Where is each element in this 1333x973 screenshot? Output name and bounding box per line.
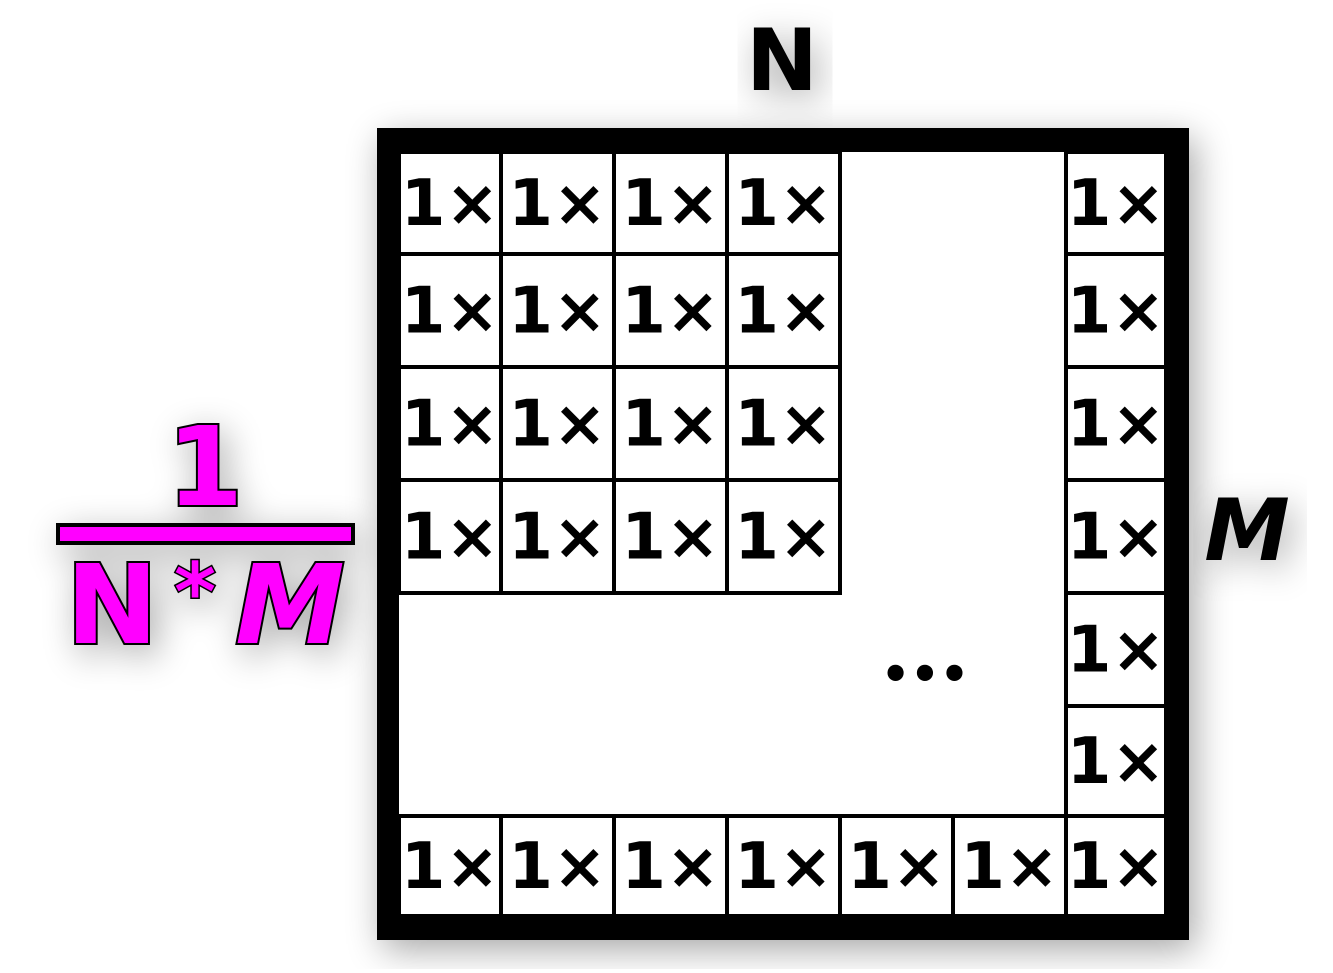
cell-label: 1× <box>401 501 499 575</box>
cell-box <box>1064 704 1168 818</box>
cell-box <box>838 814 955 918</box>
cell-box <box>1064 814 1168 918</box>
normalization-fraction: 1 N * M <box>56 401 355 671</box>
cell-box <box>499 478 616 595</box>
fraction-denominator-m: M <box>235 541 344 669</box>
cell-box <box>951 814 1068 918</box>
cell-label: 1× <box>621 167 719 241</box>
grid-cell-r2-c1: 1× <box>397 252 503 369</box>
right-dimension-label: M <box>1204 481 1290 581</box>
cell-label: 1× <box>621 388 719 462</box>
fraction-bar <box>56 523 355 545</box>
cell-box <box>397 814 503 918</box>
grid-cell-r4-c2: 1× <box>499 478 616 595</box>
grid-cell-r4-c4: 1× <box>725 478 842 595</box>
top-dimension-label: N <box>746 11 818 111</box>
grid-cell-r4-c3: 1× <box>612 478 729 595</box>
grid-cell-r2-c2: 1× <box>499 252 616 369</box>
bottom-row-cell-2: 1× <box>499 814 616 918</box>
grid-cell-r1-c2: 1× <box>499 150 616 256</box>
cell-label: 1× <box>621 830 719 904</box>
grid-cell-r1-c3: 1× <box>612 150 729 256</box>
cell-box <box>1064 150 1168 256</box>
bottom-row-cell-6: 1× <box>951 814 1068 918</box>
cell-label: 1× <box>734 388 832 462</box>
cell-label: 1× <box>734 830 832 904</box>
grid-cell-r3-c4: 1× <box>725 365 842 482</box>
fraction-numerator: 1 <box>167 403 244 531</box>
cell-label: 1× <box>847 830 945 904</box>
right-column-cell-6: 1× <box>1064 704 1168 818</box>
grid-cell-r3-c2: 1× <box>499 365 616 482</box>
cell-label: 1× <box>1067 725 1165 799</box>
cell-box <box>725 814 842 918</box>
cell-label: 1× <box>1067 388 1165 462</box>
cell-box <box>1064 252 1168 369</box>
bottom-row-cell-5: 1× <box>838 814 955 918</box>
fraction-denominator-n: N <box>66 541 158 669</box>
right-column-cell-3: 1× <box>1064 365 1168 482</box>
grid-cell-r2-c4: 1× <box>725 252 842 369</box>
right-column-cell-2: 1× <box>1064 252 1168 369</box>
grid-cell-r3-c1: 1× <box>397 365 503 482</box>
right-column-cell-5: 1× <box>1064 591 1168 708</box>
cell-label: 1× <box>621 501 719 575</box>
cell-label: 1× <box>508 167 606 241</box>
cell-box <box>499 365 616 482</box>
grid-cell-r2-c3: 1× <box>612 252 729 369</box>
cell-label: 1× <box>734 167 832 241</box>
cell-label: 1× <box>508 830 606 904</box>
weight-cells: 1×1×1×1×1×1×1×1×1×1×1×1×1×1×1×1×1×1×1×1×… <box>397 150 1168 918</box>
cell-label: 1× <box>734 275 832 349</box>
grid-cell-r1-c1: 1× <box>397 150 503 256</box>
bottom-row-cell-1: 1× <box>397 814 503 918</box>
cell-label: 1× <box>734 501 832 575</box>
cell-label: 1× <box>508 275 606 349</box>
bottom-row-cell-4: 1× <box>725 814 842 918</box>
cell-label: 1× <box>401 388 499 462</box>
cell-label: 1× <box>1067 275 1165 349</box>
cell-box <box>612 814 729 918</box>
fraction-multiply-star: * <box>174 546 216 639</box>
cell-label: 1× <box>508 501 606 575</box>
cell-box <box>725 150 842 256</box>
cell-box <box>397 478 503 595</box>
cell-label: 1× <box>401 830 499 904</box>
cell-label: 1× <box>621 275 719 349</box>
cell-label: 1× <box>1067 614 1165 688</box>
right-column-cell-1: 1× <box>1064 150 1168 256</box>
grid-cell-r1-c4: 1× <box>725 150 842 256</box>
cell-label: 1× <box>508 388 606 462</box>
cell-label: 1× <box>1067 830 1165 904</box>
grid-cell-r4-c1: 1× <box>397 478 503 595</box>
cell-box <box>725 365 842 482</box>
right-column-cell-7: 1× <box>1064 814 1168 918</box>
bottom-row-cell-3: 1× <box>612 814 729 918</box>
right-column-cell-4: 1× <box>1064 478 1168 595</box>
cell-label: 1× <box>1067 501 1165 575</box>
cell-label: 1× <box>960 830 1058 904</box>
cell-box <box>725 478 842 595</box>
cell-label: 1× <box>401 275 499 349</box>
ellipsis-dots: ••• <box>881 647 969 701</box>
cell-box <box>1064 591 1168 708</box>
cell-label: 1× <box>1067 167 1165 241</box>
cell-box <box>725 252 842 369</box>
cell-label: 1× <box>401 167 499 241</box>
grid-cell-r3-c3: 1× <box>612 365 729 482</box>
